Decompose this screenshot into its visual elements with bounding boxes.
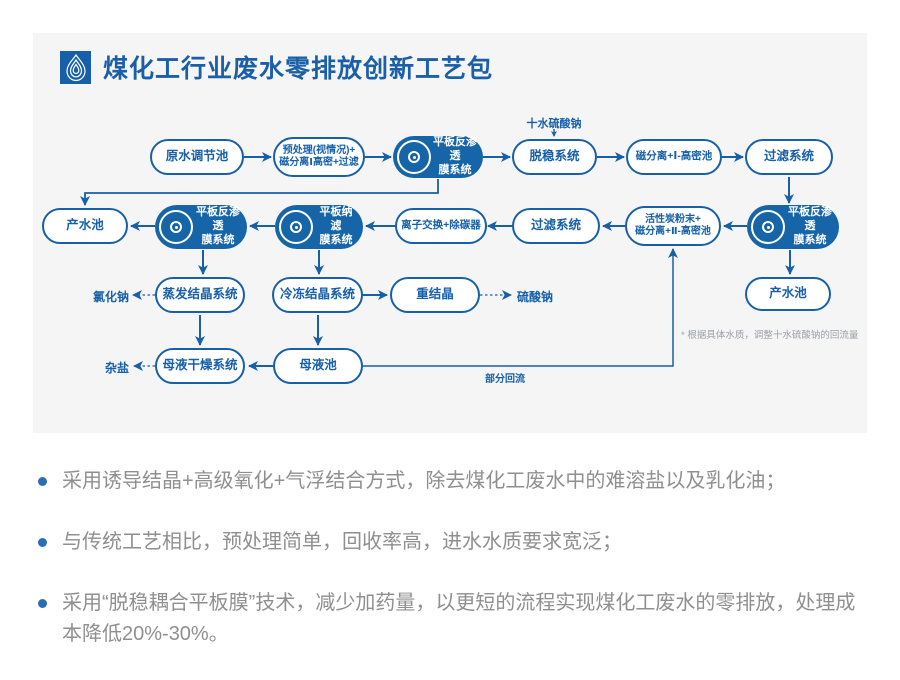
node-flat-ro-membrane-3: 平板反渗透 膜系统 xyxy=(747,205,839,249)
node-line: 磁分离Ⅰ高密+过滤 xyxy=(279,157,359,168)
node-evaporation-crystallization: 蒸发结晶系统 xyxy=(155,277,245,313)
membrane-disc-icon xyxy=(159,210,193,244)
node-pretreatment: 预处理(视情况)+ 磁分离Ⅰ高密+过滤 xyxy=(273,137,365,177)
node-product-water-tank-right: 产水池 xyxy=(745,277,831,311)
node-line: 预处理(视情况)+ xyxy=(282,144,356,156)
label-mixed-salt: 杂盐 xyxy=(104,361,129,375)
label-sodium-sulfate: 硫酸钠 xyxy=(517,290,554,304)
node-line: 活性炭粉末+ xyxy=(645,213,701,225)
bullet-dot-icon xyxy=(38,538,47,547)
label-partial-reflux: 部分回流 xyxy=(485,374,525,385)
node-ion-exchange: 离子交换+除碳器 xyxy=(395,208,487,244)
membrane-disc-icon xyxy=(279,210,313,244)
bullet-text: 与传统工艺相比，预处理简单，回收率高，进水水质要求宽泛； xyxy=(62,531,622,553)
process-diagram-card: 煤化工行业废水零排放创新工艺包 xyxy=(33,33,867,433)
footnote-reflux-adjustment: * 根据具体水质，调整十水硫酸钠的回流量 xyxy=(681,330,859,341)
bullet-item: 采用“脱稳耦合平板膜”技术，减少加药量，以更短的流程实现煤化工废水的零排放，处理… xyxy=(38,588,870,650)
node-flat-ro-membrane-1: 平板反渗透 膜系统 xyxy=(393,136,483,178)
bullet-dot-icon xyxy=(38,599,47,608)
diagram-header: 煤化工行业废水零排放创新工艺包 xyxy=(60,49,493,85)
node-line: 平板反渗透 xyxy=(788,206,832,233)
node-line: 平板反渗透 xyxy=(196,206,240,233)
node-line: 膜系统 xyxy=(319,233,353,246)
node-recrystallization: 重结晶 xyxy=(390,277,480,313)
label-sodium-sulfate-decahydrate: 十水硫酸钠 xyxy=(526,118,582,130)
node-filter-system-2: 过滤系统 xyxy=(512,208,600,244)
node-line: 平板纳滤 xyxy=(319,206,353,233)
node-line: 磁分离+Ⅱ-高密池 xyxy=(635,226,711,237)
bullet-item: 采用诱导结晶+高级氧化+气浮结合方式，除去煤化工废水中的难溶盐以及乳化油； xyxy=(38,466,870,497)
node-line: 膜系统 xyxy=(438,163,472,176)
node-filter-system-1: 过滤系统 xyxy=(745,139,833,175)
node-line: 膜系统 xyxy=(201,233,235,246)
node-line: 平板反渗透 xyxy=(433,136,477,163)
feature-bullet-list: 采用诱导结晶+高级氧化+气浮结合方式，除去煤化工废水中的难溶盐以及乳化油； 与传… xyxy=(38,466,870,680)
node-activated-carbon-magnetic-separation-2: 活性炭粉末+ 磁分离+Ⅱ-高密池 xyxy=(625,206,721,246)
node-mother-liquor-tank: 母液池 xyxy=(273,348,363,384)
node-flat-nf-membrane: 平板纳滤 膜系统 xyxy=(275,205,363,249)
water-drop-logo-icon xyxy=(60,50,91,84)
node-destabilization-system: 脱稳系统 xyxy=(512,139,597,175)
node-flat-ro-membrane-2: 平板反渗透 膜系统 xyxy=(155,205,247,249)
page-title: 煤化工行业废水零排放创新工艺包 xyxy=(103,55,494,83)
bullet-text: 采用诱导结晶+高级氧化+气浮结合方式，除去煤化工废水中的难溶盐以及乳化油； xyxy=(62,470,786,492)
node-line: 膜系统 xyxy=(793,233,827,246)
membrane-disc-icon xyxy=(751,210,785,244)
node-raw-water-tank: 原水调节池 xyxy=(150,139,244,175)
node-magnetic-separation-1: 磁分离+Ⅰ-高密池 xyxy=(626,139,722,175)
node-freeze-crystallization: 冷冻结晶系统 xyxy=(272,277,363,313)
node-product-water-tank-left: 产水池 xyxy=(42,208,128,244)
membrane-disc-icon xyxy=(397,140,431,174)
label-sodium-chloride: 氯化钠 xyxy=(92,290,129,304)
bullet-dot-icon xyxy=(38,477,47,486)
bullet-item: 与传统工艺相比，预处理简单，回收率高，进水水质要求宽泛； xyxy=(38,527,870,558)
bullet-text: 采用“脱稳耦合平板膜”技术，减少加药量，以更短的流程实现煤化工废水的零排放，处理… xyxy=(62,592,856,645)
node-mother-liquor-drying: 母液干燥系统 xyxy=(155,348,245,384)
